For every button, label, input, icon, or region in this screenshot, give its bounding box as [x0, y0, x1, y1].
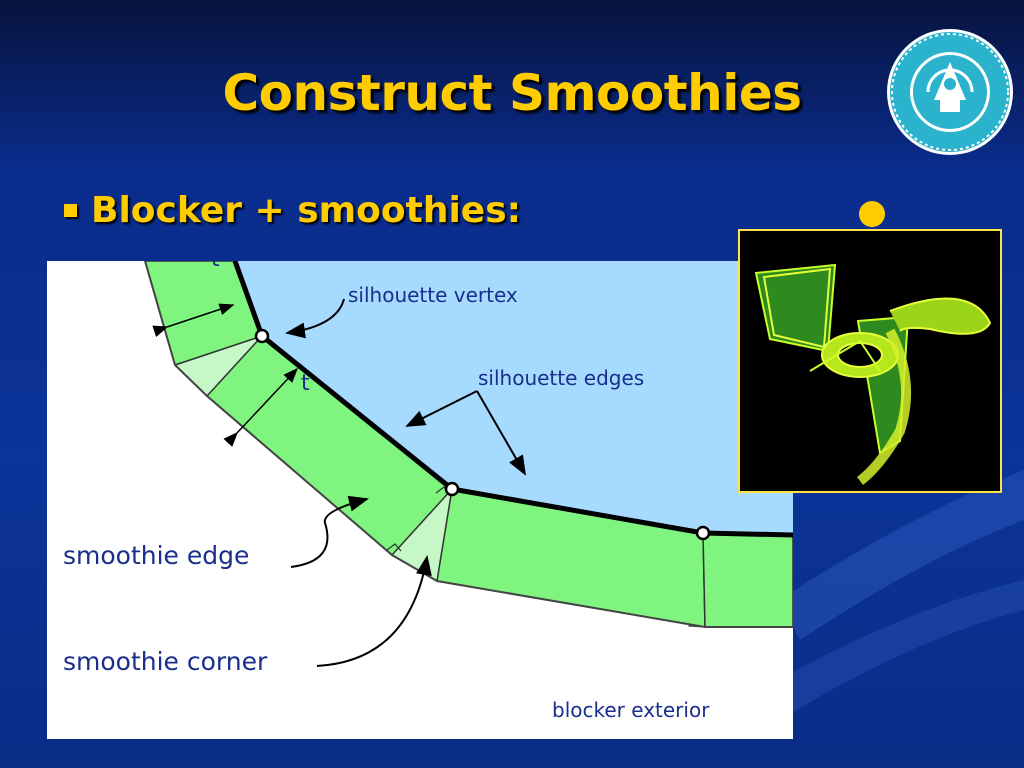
smoothie-3d-render	[738, 229, 1002, 493]
bullet-item: Blocker + smoothies:	[64, 190, 521, 231]
square-bullet-icon	[64, 204, 77, 217]
silhouette-vertex-1	[254, 328, 270, 344]
silhouette-vertex-pointer	[285, 298, 345, 339]
smoothie-edge-label: smoothie edge	[63, 541, 250, 570]
smoothie-corner-pointer	[316, 555, 432, 667]
thickness-label-top: t	[211, 261, 220, 272]
blocker-interior-region	[235, 261, 793, 535]
thickness-arrow-1	[152, 303, 235, 337]
silhouette-edge-pointer-2	[476, 390, 527, 476]
silhouette-vertex-label: silhouette vertex	[348, 283, 518, 307]
silhouette-edge-pointer-1	[405, 390, 478, 427]
thickness-label-mid: t	[301, 371, 310, 396]
smoothie-edge-4	[702, 532, 793, 628]
institute-seal-logo	[887, 29, 1013, 155]
smoothie-edge-pointer	[290, 495, 369, 568]
silhouette-vertex-3	[695, 525, 711, 541]
circle-bullet-icon	[859, 201, 885, 227]
smoothie-corner-label: smoothie corner	[63, 647, 268, 676]
blocker-outline	[144, 261, 793, 628]
bullet-text: Blocker + smoothies:	[91, 190, 522, 231]
silhouette-edges-label: silhouette edges	[478, 366, 645, 390]
silhouette-vertex-2	[444, 481, 460, 497]
slide-title: Construct Smoothies	[222, 64, 802, 122]
blocker-exterior-label: blocker exterior	[552, 698, 710, 722]
smoothie-diagram: silhouette vertex silhouette edges smoot…	[47, 261, 793, 739]
thickness-arrow-2	[223, 367, 299, 447]
